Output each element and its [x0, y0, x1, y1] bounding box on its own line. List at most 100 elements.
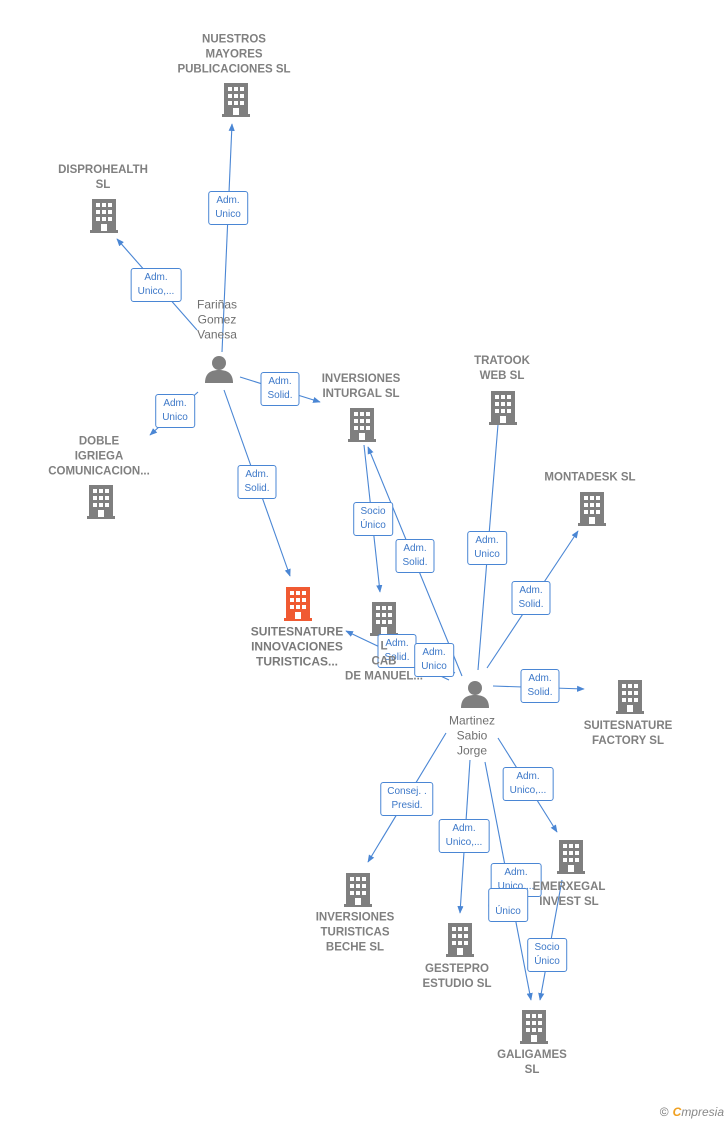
relation-label-line: Adm. — [519, 585, 543, 596]
relation-label[interactable]: Adm. Unico,... — [130, 268, 182, 302]
empresia-logo: ©Cmpresia — [660, 1105, 724, 1119]
relation-label-line: Socio — [534, 942, 560, 953]
relation-label[interactable]: Adm.Unico,... — [502, 767, 554, 801]
building-icon[interactable] — [370, 602, 398, 636]
node-label-doble[interactable]: DOBLE IGRIEGA COMUNICACION... — [48, 435, 150, 480]
person-icon[interactable] — [461, 681, 489, 708]
node-label-line: TRATOOK — [474, 355, 530, 367]
relation-label-line: Adm. — [268, 376, 292, 387]
relation-label-line: Adm. — [475, 535, 499, 546]
node-label-line: COMUNICACION... — [48, 465, 150, 478]
node-label-nuestros[interactable]: NUESTROS MAYORES PUBLICACIONES SL — [177, 33, 290, 78]
node-label-line: MONTADESK SL — [544, 471, 636, 484]
relation-label-line: Único — [495, 906, 521, 917]
node-label-montadesk[interactable]: MONTADESK SL — [544, 471, 635, 486]
node-label-line: FACTORY SL — [591, 735, 664, 747]
relation-label[interactable]: Adm.Solid. — [395, 539, 435, 573]
relation-label[interactable]: Adm.Unico — [414, 643, 454, 677]
building-icon[interactable] — [90, 199, 118, 233]
relation-label[interactable]: Adm. Solid. — [511, 581, 551, 615]
node-label-line: L — [380, 640, 388, 653]
relation-label-line: Adm. — [452, 823, 476, 834]
relation-label[interactable]: Adm. Unico — [155, 394, 195, 428]
node-label-line: INVERSIONES — [321, 373, 401, 385]
node-label-line: INVERSIONES — [315, 911, 395, 924]
building-icon[interactable] — [284, 587, 312, 621]
node-label-line: GALIGAMES — [497, 1049, 567, 1061]
building-icon[interactable] — [520, 1010, 548, 1044]
building-icon[interactable] — [489, 391, 517, 425]
relation-label[interactable]: Consej. .Presid. — [380, 782, 434, 816]
building-icon[interactable] — [87, 485, 115, 519]
relation-label-line: Unico,... — [497, 881, 535, 892]
logo-text: mpresia — [681, 1105, 724, 1119]
node-label-line: TURISTICAS... — [255, 654, 339, 669]
building-icon[interactable] — [344, 873, 372, 907]
node-label-line: DISPROHEALTH — [58, 164, 148, 176]
relation-label-line: Único — [534, 956, 560, 967]
relation-label-line: Unico,... — [445, 837, 483, 848]
relation-label-line: Unico — [474, 549, 500, 560]
node-label-line: Sabio — [456, 728, 488, 743]
relation-label[interactable]: Adm. Unico — [467, 531, 507, 565]
building-icon[interactable] — [578, 492, 606, 526]
building-icon[interactable] — [446, 923, 474, 957]
relation-label-line: Único — [360, 520, 386, 531]
node-label-line: CAB — [371, 655, 397, 668]
relation-label-line: Adm. — [504, 867, 528, 878]
relation-label-line: Adm. — [144, 272, 168, 283]
building-icon[interactable] — [222, 83, 250, 117]
node-label-line: TURISTICAS — [320, 926, 390, 939]
relation-label[interactable]: Adm.Solid. — [237, 465, 277, 499]
relation-label-line: Adm. — [385, 638, 409, 649]
node-label-suitesnature_fac[interactable]: SUITESNATURE FACTORY SL — [584, 719, 673, 749]
relation-label-line: Unico,... — [137, 286, 175, 297]
node-label-line: SUITESNATURE — [583, 720, 673, 732]
building-icon[interactable] — [557, 840, 585, 874]
relation-label-line: Solid. — [384, 652, 410, 663]
relation-label-line — [495, 891, 521, 905]
node-label-line: NUESTROS — [202, 33, 266, 46]
person-icon[interactable] — [205, 356, 233, 383]
node-label-line: MAYORES — [205, 48, 263, 61]
relation-label-line: Unico — [162, 412, 188, 423]
relation-label[interactable]: Adm.Unico — [208, 191, 248, 225]
building-icon[interactable] — [348, 408, 376, 442]
relation-label[interactable]: Adm.Solid. — [260, 372, 300, 406]
node-label-line: DOBLE — [78, 435, 120, 448]
relation-label[interactable]: Adm. Unico,... — [438, 819, 490, 853]
relation-label-line: Solid. — [244, 483, 270, 494]
relation-label-line: Adm. — [163, 398, 187, 409]
node-label-line: IGRIEGA — [74, 450, 124, 463]
node-label-line: PUBLICACIONES SL — [177, 63, 291, 76]
relation-label-line: Unico — [215, 209, 241, 220]
node-label-line: SL — [524, 1064, 540, 1076]
relation-label-line: Solid. — [402, 557, 428, 568]
relation-label-line: Unico — [421, 661, 447, 672]
relation-label-line: Presid. — [391, 800, 423, 811]
node-label-tratook[interactable]: TRATOOK WEB SL — [474, 354, 530, 384]
node-label-line: Martinez — [448, 713, 496, 728]
node-label-galigames[interactable]: GALIGAMES SL — [497, 1048, 567, 1078]
node-label-line: Fariñas — [196, 297, 238, 312]
node-label-line: Gomez — [197, 312, 237, 327]
relation-label[interactable]: Único — [488, 888, 528, 922]
relation-label[interactable]: Adm.Solid. — [520, 669, 560, 703]
relation-label-line: Solid. — [518, 599, 544, 610]
building-icon[interactable] — [616, 680, 644, 714]
relation-label-line: Socio — [360, 506, 386, 517]
node-label-line: WEB SL — [479, 370, 525, 382]
relation-label-line: Adm. — [516, 771, 540, 782]
node-label-line: GESTEPRO — [425, 963, 489, 975]
